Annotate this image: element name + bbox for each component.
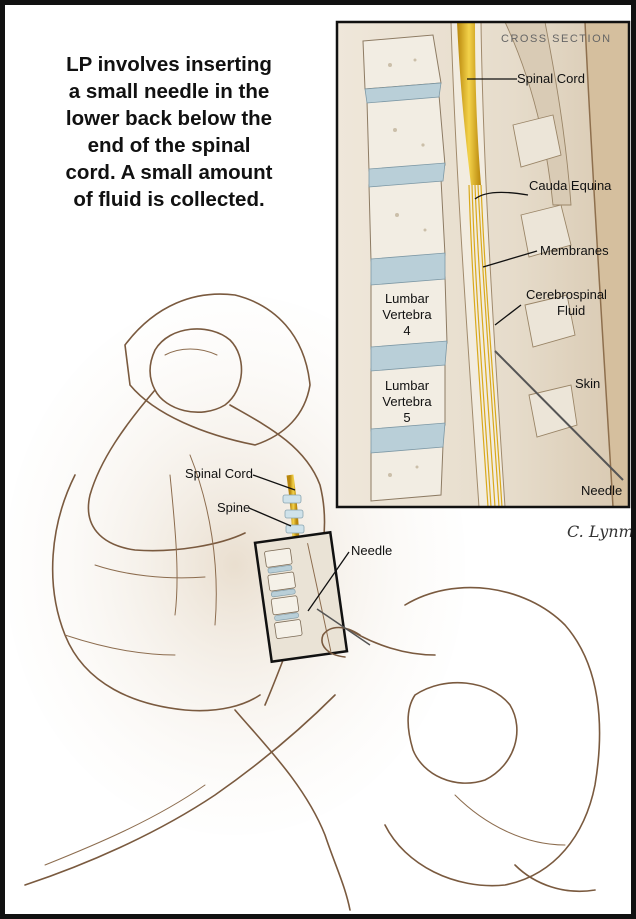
label-membranes: Membranes	[540, 243, 609, 258]
svg-text:4: 4	[403, 323, 410, 338]
intro-line: of fluid is collected.	[19, 186, 319, 213]
label-csf-line2: Fluid	[557, 303, 585, 318]
intro-text: LP involves inserting a small needle in …	[19, 51, 319, 213]
svg-text:Vertebra: Vertebra	[382, 307, 432, 322]
svg-text:Vertebra: Vertebra	[382, 394, 432, 409]
artist-signature: C. Lynm	[567, 522, 631, 541]
intro-line: cord. A small amount	[19, 159, 319, 186]
label-cauda-equina: Cauda Equina	[529, 178, 612, 193]
cross-section-panel: CROSS SECTION Spinal Cord Cauda Equina M…	[337, 22, 629, 507]
inset-box	[255, 532, 347, 661]
label-spinal-cord: Spinal Cord	[517, 71, 585, 86]
label-needle-main: Needle	[351, 543, 392, 558]
intro-line: LP involves inserting	[19, 51, 319, 78]
svg-text:5: 5	[403, 410, 410, 425]
label-spinal-cord-main: Spinal Cord	[185, 466, 253, 481]
label-skin: Skin	[575, 376, 600, 391]
label-csf-line1: Cerebrospinal	[526, 287, 607, 302]
intro-line: a small needle in the	[19, 78, 319, 105]
intro-line: lower back below the	[19, 105, 319, 132]
svg-text:Lumbar: Lumbar	[385, 378, 430, 393]
label-spine-main: Spine	[217, 500, 250, 515]
cross-section-heading: CROSS SECTION	[501, 33, 612, 45]
intro-line: end of the spinal	[19, 132, 319, 159]
svg-text:Lumbar: Lumbar	[385, 291, 430, 306]
label-needle: Needle	[581, 483, 622, 498]
